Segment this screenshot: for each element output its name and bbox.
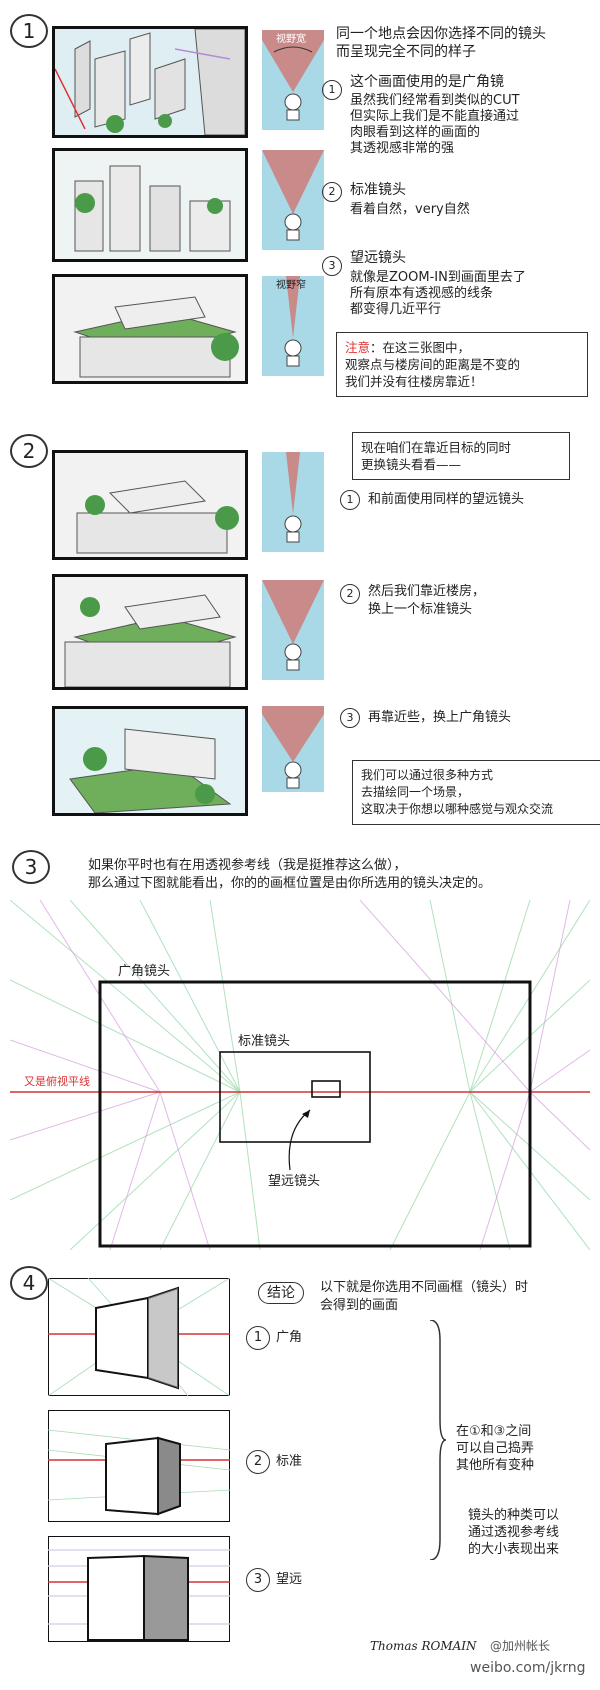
s2-intro-line-2: 更换镜头看看——: [361, 457, 462, 472]
s2-intro-line-1: 现在咱们在靠近目标的同时: [361, 440, 512, 455]
conclusion-label: 结论: [258, 1282, 304, 1304]
telephoto-frame: [311, 1080, 341, 1098]
wide-angle-city-drawing: [55, 29, 245, 135]
tele-line-2: 所有原本有透视感的线条: [350, 286, 494, 301]
s4-lead-2: 会得到的画面: [320, 1298, 399, 1313]
standard-line: 看着自然，very自然: [350, 202, 470, 217]
s2-standard-cone: [262, 580, 324, 680]
side-note-1-line-2: 可以自己捣弄: [456, 1441, 535, 1456]
s2-step2-line-1: 然后我们靠近楼房，: [368, 584, 486, 599]
lens-1-label: 广角: [276, 1330, 303, 1345]
s2-standard-panel: [52, 574, 248, 690]
brace: [429, 1320, 446, 1560]
s2-step3-text: 再靠近些，换上广角镜头: [368, 710, 512, 725]
note-box: 注意：在这三张图中， 观察点与楼房间的距离是不变的 我们并没有往楼房靠近！: [336, 332, 588, 397]
wide-cube-panel: [48, 1278, 230, 1396]
standard-number: 2: [322, 182, 342, 202]
wide-line-2: 但实际上我们是不能直接通过: [350, 109, 520, 124]
side-note-2-line-3: 的大小表现出来: [468, 1542, 560, 1557]
s2-wide-panel: [52, 706, 248, 816]
s2-summary-line-2: 去描绘同一个场景，: [361, 785, 470, 799]
intro-line-1: 同一个地点会因你选择不同的镜头: [336, 26, 546, 42]
telephoto-cone: 视野窄: [262, 276, 324, 376]
wide-line-3: 肉眼看到这样的画面的: [350, 125, 481, 140]
s3-intro-line-1: 如果你平时也有在用透视参考线（我是挺推荐这么做），: [88, 858, 407, 873]
standard-panel: [52, 148, 248, 262]
wide-line-4: 其透视感非常的强: [350, 141, 455, 156]
section-3-number: 3: [12, 850, 50, 884]
wide-frame-label: 广角镜头: [118, 964, 171, 979]
s2-intro-box: 现在咱们在靠近目标的同时 更换镜头看看——: [352, 432, 570, 480]
s2-step2-line-2: 换上一个标准镜头: [368, 602, 473, 617]
s2-summary-line-1: 我们可以通过很多种方式: [361, 768, 494, 782]
side-note-2-line-1: 镜头的种类可以: [468, 1508, 560, 1523]
standard-city-drawing: [55, 151, 245, 259]
s2-telephoto-panel: [52, 450, 248, 560]
wide-number: 1: [322, 80, 342, 100]
narrow-field-label: 视野窄: [276, 280, 306, 291]
s2-standard-drawing: [55, 577, 245, 687]
signature: Thomas ROMAIN: [370, 1639, 477, 1653]
standard-frame-label: 标准镜头: [238, 1034, 291, 1049]
section-4-number: 4: [10, 1266, 48, 1300]
wide-angle-panel: [52, 26, 248, 138]
lens-3-label: 望远: [276, 1572, 303, 1587]
note-line-2: 观察点与楼房间的距离是不变的: [345, 357, 521, 372]
wide-frame: [98, 980, 532, 1248]
perspective-guide-diagram: [10, 900, 590, 1250]
s2-wide-drawing: [55, 709, 245, 813]
telephoto-pointer: [288, 1109, 311, 1171]
telephoto-cube-panel: [48, 1536, 230, 1642]
section-2-number: 2: [10, 434, 48, 468]
tele-number: 3: [322, 256, 342, 276]
perspective-rays: [10, 900, 590, 1250]
wide-field-label: 视野宽: [276, 34, 306, 45]
side-note-1-line-3: 其他所有变种: [456, 1458, 535, 1473]
lens-2-number: 2: [246, 1450, 270, 1474]
lens-1-number: 1: [246, 1326, 270, 1350]
s2-telephoto-cone: [262, 452, 324, 552]
note-line-3: 我们并没有往楼房靠近！: [345, 374, 483, 389]
s2-telephoto-drawing: [55, 453, 245, 557]
s2-step2-number: 2: [340, 584, 360, 604]
horizon-label: 又是俯视平线: [24, 1075, 90, 1088]
s2-step3-number: 3: [340, 708, 360, 728]
lens-3-number: 3: [246, 1568, 270, 1592]
tele-title: 望远镜头: [350, 250, 406, 266]
s2-summary-line-3: 这取决于你想以哪种感觉与观众交流: [361, 802, 554, 816]
telephoto-building-drawing: [55, 277, 245, 381]
watermark-handle: @加州帐长: [490, 1639, 551, 1653]
s2-summary-box: 我们可以通过很多种方式 去描绘同一个场景， 这取决于你想以哪种感觉与观众交流: [352, 760, 600, 825]
standard-cone: [262, 150, 324, 250]
s3-intro-line-2: 那么通过下图就能看出，你的的画框位置是由你所选用的镜头决定的。: [88, 876, 492, 891]
telephoto-frame-label: 望远镜头: [268, 1174, 321, 1189]
standard-title: 标准镜头: [350, 182, 406, 198]
note-label: 注意: [345, 340, 371, 355]
s2-step1-number: 1: [340, 490, 360, 510]
note-line-1: ：在这三张图中，: [370, 340, 471, 355]
wide-line-1: 虽然我们经常看到类似的CUT: [350, 93, 520, 108]
watermark: weibo.com/jkrng: [470, 1660, 586, 1676]
s2-step1-text: 和前面使用同样的望远镜头: [368, 492, 525, 507]
s2-wide-cone: [262, 706, 324, 792]
telephoto-panel: [52, 274, 248, 384]
tele-line-1: 就像是ZOOM-IN到画面里去了: [350, 270, 526, 285]
intro-line-2: 而呈现完全不同的样子: [336, 44, 476, 60]
tele-line-3: 都变得几近平行: [350, 302, 442, 317]
section-1-number: 1: [10, 14, 48, 48]
side-note-2-line-2: 通过透视参考线: [468, 1525, 560, 1540]
side-note-1-line-1: 在①和③之间: [456, 1424, 532, 1439]
wide-angle-cone: 视野宽: [262, 30, 324, 130]
wide-title: 这个画面使用的是广角镜: [350, 74, 504, 90]
s4-lead-1: 以下就是你选用不同画框（镜头）时: [320, 1280, 529, 1295]
standard-frame: [219, 1051, 371, 1143]
lens-2-label: 标准: [276, 1454, 303, 1469]
standard-cube-panel: [48, 1410, 230, 1522]
